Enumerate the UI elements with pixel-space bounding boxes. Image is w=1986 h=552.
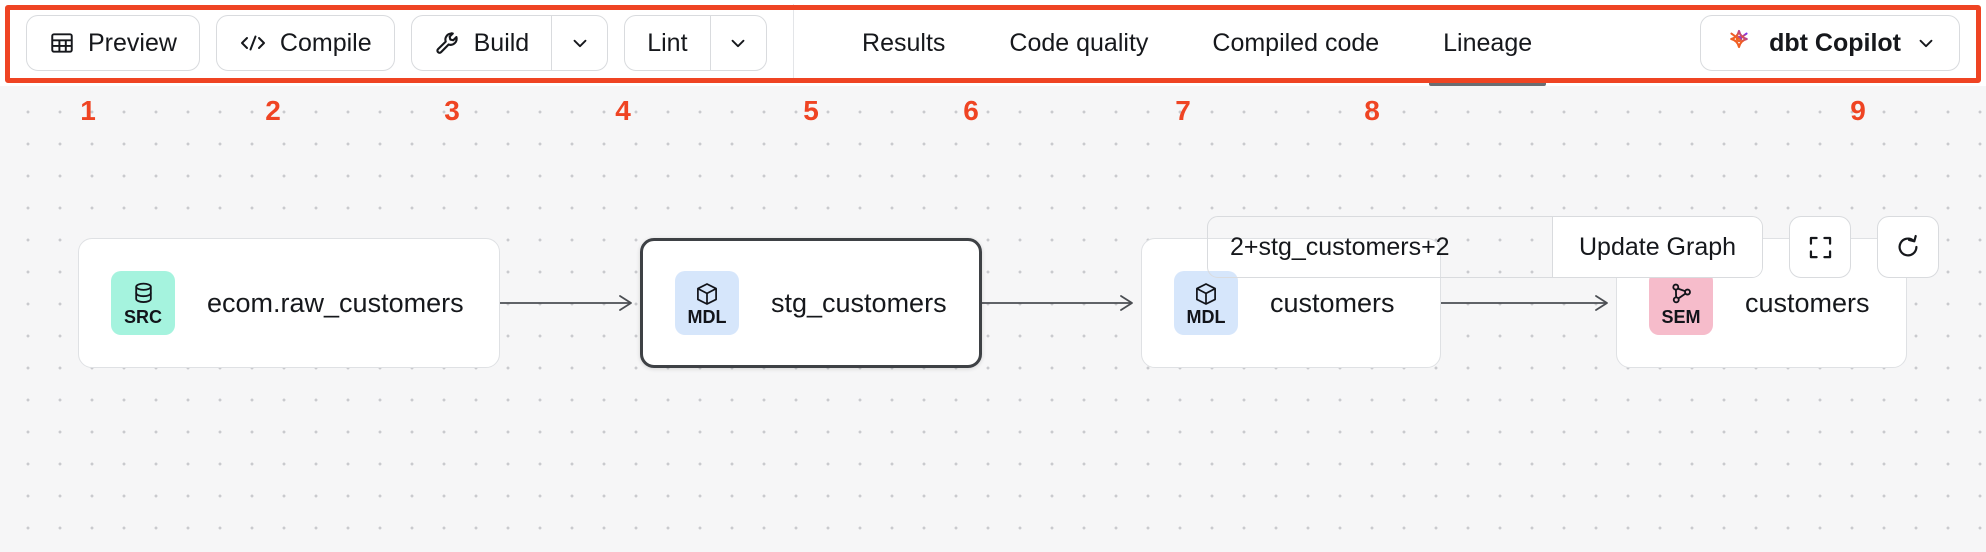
node-type-badge-mdl: MDL	[675, 271, 739, 335]
graph-controls: Update Graph	[1207, 216, 1940, 278]
lint-button[interactable]: Lint	[625, 16, 709, 70]
annotation-marker-1: 1	[80, 95, 96, 126]
lint-button-label: Lint	[647, 28, 688, 57]
lineage-canvas[interactable]: SRC ecom.raw_customers MDL stg_customers	[0, 86, 1986, 552]
annotation-marker-9: 9	[1850, 95, 1866, 126]
table-icon	[49, 30, 75, 56]
fit-view-button[interactable]	[1789, 216, 1852, 278]
tab-lineage[interactable]: Lineage	[1411, 0, 1564, 86]
toolbar-divider	[792, 4, 795, 82]
refresh-icon	[1894, 233, 1922, 261]
lineage-node-ecom-raw-customers[interactable]: SRC ecom.raw_customers	[78, 238, 500, 368]
build-button[interactable]: Build	[412, 16, 552, 70]
annotation-marker-5: 5	[803, 95, 819, 126]
lint-button-group: Lint	[624, 15, 767, 71]
dbt-copilot-sparkle-icon	[1723, 27, 1755, 59]
cube-icon	[694, 281, 720, 307]
panel-tabs: Results Code quality Compiled code Linea…	[830, 0, 1564, 86]
edge-arrowhead	[1595, 295, 1608, 311]
lint-dropdown-toggle[interactable]	[709, 16, 766, 70]
code-brackets-icon	[239, 30, 267, 56]
node-type-badge-mdl: MDL	[1174, 271, 1238, 335]
node-name: stg_customers	[771, 287, 947, 318]
edge-arrowhead	[1120, 295, 1133, 311]
annotation-marker-8: 8	[1364, 95, 1380, 126]
update-graph-label: Update Graph	[1579, 232, 1737, 261]
node-name: customers	[1745, 287, 1870, 318]
copilot-area: dbt Copilot	[1700, 15, 1986, 71]
compile-button[interactable]: Compile	[215, 15, 395, 71]
tab-compiled-code[interactable]: Compiled code	[1180, 0, 1411, 86]
dbt-copilot-label: dbt Copilot	[1769, 28, 1901, 57]
annotation-marker-3: 3	[444, 95, 460, 126]
preview-button-label: Preview	[88, 28, 177, 57]
dbt-selector-input[interactable]	[1208, 217, 1552, 277]
node-type-label: SRC	[123, 307, 162, 327]
annotation-marker-2: 2	[265, 95, 281, 126]
chevron-down-icon	[1915, 32, 1937, 54]
chevron-down-icon	[569, 32, 591, 54]
annotation-marker-4: 4	[615, 95, 631, 126]
build-button-group: Build	[410, 15, 609, 71]
annotation-marker-6: 6	[963, 95, 979, 126]
lineage-node-stg-customers[interactable]: MDL stg_customers	[640, 238, 982, 368]
wrench-icon	[434, 30, 461, 57]
node-name: customers	[1270, 287, 1395, 318]
update-graph-button[interactable]: Update Graph	[1552, 217, 1763, 277]
dbt-copilot-button[interactable]: dbt Copilot	[1700, 15, 1960, 71]
chevron-down-icon	[727, 32, 749, 54]
edge-arrowhead	[619, 295, 632, 311]
node-type-badge-src: SRC	[111, 271, 175, 335]
editor-toolbar: Preview Compile	[0, 0, 767, 86]
tab-results[interactable]: Results	[830, 0, 977, 86]
cube-icon	[1193, 281, 1219, 307]
build-button-label: Build	[473, 28, 530, 57]
compile-button-label: Compile	[279, 28, 372, 57]
build-dropdown-toggle[interactable]	[551, 16, 607, 70]
semantic-graph-icon	[1668, 281, 1694, 307]
node-name: ecom.raw_customers	[207, 287, 464, 318]
tab-results-label: Results	[862, 28, 946, 57]
fullscreen-corners-icon	[1807, 234, 1834, 261]
annotation-marker-7: 7	[1175, 95, 1191, 126]
node-type-label: SEM	[1661, 306, 1701, 327]
database-icon	[130, 280, 157, 307]
tab-code-quality-label: Code quality	[1009, 28, 1149, 57]
node-type-badge-sem: SEM	[1649, 271, 1713, 335]
tab-compiled-code-label: Compiled code	[1212, 28, 1380, 57]
app-header: Preview Compile	[0, 0, 1986, 86]
node-type-label: MDL	[1186, 306, 1226, 327]
tab-code-quality[interactable]: Code quality	[977, 0, 1180, 86]
preview-button[interactable]: Preview	[26, 15, 200, 71]
node-type-label: MDL	[687, 306, 727, 327]
refresh-graph-button[interactable]	[1877, 216, 1940, 278]
selector-search-group: Update Graph	[1207, 216, 1764, 278]
tab-lineage-label: Lineage	[1443, 28, 1533, 57]
